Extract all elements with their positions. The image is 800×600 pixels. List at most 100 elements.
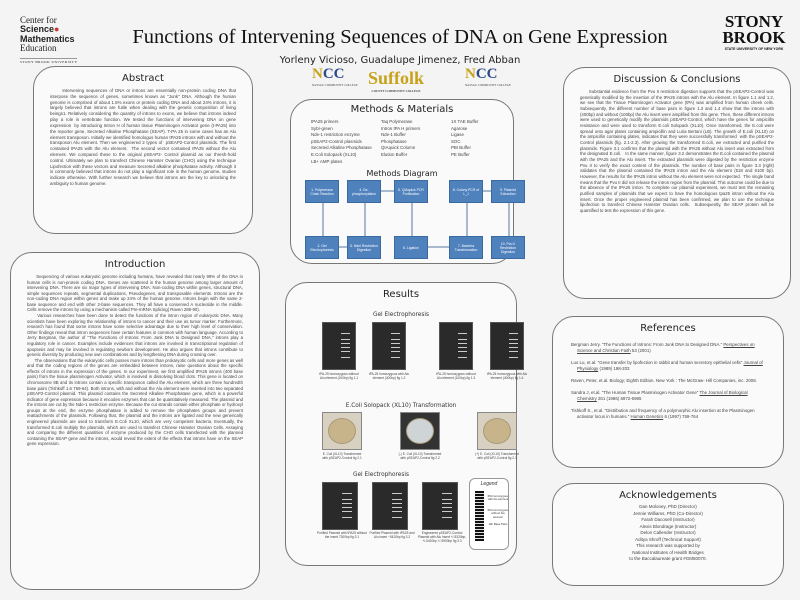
references-heading: References — [640, 323, 696, 334]
gel-band — [340, 333, 351, 334]
reference-journal: Perspectives on Science and Christian Fa… — [577, 342, 755, 353]
gel-band — [391, 517, 402, 518]
petri-plate-image — [400, 412, 440, 450]
gel-band — [391, 507, 402, 508]
gel-band — [340, 339, 351, 340]
material-item: Ligase — [451, 132, 464, 138]
gel-band — [457, 333, 468, 334]
connector-line — [428, 246, 449, 249]
gel-band — [441, 507, 452, 508]
methods-heading: Methods & Materials — [350, 104, 454, 115]
logo-line: Education — [20, 43, 57, 54]
gel-band — [508, 351, 519, 352]
gel-band — [391, 493, 402, 494]
gel-band — [441, 499, 452, 500]
petri-dish — [328, 418, 356, 444]
acknowledgement-line: This research was supported by — [636, 543, 700, 549]
abstract-text: Intervening sequences of DNA or introns … — [50, 88, 238, 186]
results-heading: Results — [382, 289, 420, 300]
reference-item: Sandra J, et.al. "The Human Tissue Plasm… — [553, 390, 783, 402]
poster-title: Functions of Intervening Sequences of DN… — [132, 26, 668, 48]
gel-band — [341, 499, 352, 500]
acknowledgement-line: Farah Dacosell (Instructor) — [641, 517, 695, 523]
material-item: Nde-1 restriction enzyme — [311, 132, 360, 138]
method-step: 1. Polymerase Chain Reaction — [305, 180, 339, 204]
acknowledgements-section: Acknowledgements Dan Moloney, PhD (Direc… — [552, 483, 784, 586]
gel-image — [439, 322, 473, 370]
connector-line — [411, 203, 413, 237]
gel-band — [341, 503, 352, 504]
material-item: Elution Buffer — [381, 152, 408, 158]
material-item: tPA25 primers — [311, 119, 339, 124]
connector-line — [483, 190, 491, 193]
gel-band — [391, 511, 402, 512]
gel-image — [372, 322, 406, 370]
discussion-text: Substantial evidence from the Pvu II res… — [580, 89, 776, 214]
legend-item: 1kb Base Pairs — [488, 522, 508, 526]
gel-band — [391, 499, 402, 500]
gel-band — [341, 507, 352, 508]
reference-tail: (1989) 198-203 — [598, 365, 630, 371]
figure-caption: Engineered pSEAP2-Control Plasmid with A… — [417, 531, 467, 543]
material-item: Phosphatase — [381, 138, 407, 144]
methods-diagram-heading: Methods Diagram — [366, 169, 438, 179]
petri-plate-image — [322, 412, 362, 450]
gel-band — [508, 343, 519, 344]
gel-band — [340, 357, 351, 358]
gel-band — [341, 517, 352, 518]
material-item: LB+ AMP plates — [311, 158, 343, 164]
method-step: 10. Pvu II Restriction Digestion — [491, 236, 525, 260]
ladder-image — [475, 491, 484, 541]
connector-line — [508, 203, 510, 237]
acknowledgement-line: Jennie Williams, PhD (Co-Director) — [633, 510, 703, 516]
gel-electrophoresis-heading: Gel Electrophoresis — [373, 312, 429, 318]
gel-band — [441, 493, 452, 494]
gel-band — [340, 343, 351, 344]
material-item: Intron tPA H primers — [381, 125, 421, 131]
reference-tail: 6 (1997) 759-764 — [663, 413, 699, 419]
reference-item: Luo Lu, et.al. "Gene transfer by lipofec… — [553, 360, 783, 372]
material-item: SOC — [451, 138, 461, 144]
petri-dish — [483, 418, 511, 444]
gel-image — [490, 322, 524, 370]
reference-item: Tishkoff S., et.al. "Distribution and fr… — [553, 408, 783, 420]
figure-caption: E. Coli (XL10) Transformed with pSEAP2-C… — [322, 452, 362, 460]
gel-band — [441, 503, 452, 504]
figure-caption: tPA-25 homozygous without Alu element (1… — [319, 372, 359, 380]
connector-line — [381, 190, 394, 193]
connector-line — [364, 203, 366, 237]
csme-logo: Center for Science● Mathematics Educatio… — [20, 15, 78, 64]
material-item: pSEAP2-Control plasmids — [311, 138, 362, 144]
gel-band — [390, 339, 401, 340]
method-step: 8. Colony PCR of L_J — [449, 180, 483, 204]
figure-caption: (+) E. Coli (XL10) Transformed with pSEA… — [475, 452, 519, 460]
material-item: Sybr-green — [311, 125, 333, 131]
gel-band — [508, 357, 519, 358]
material-item: Secreted Alkaline Phosphatase — [311, 145, 372, 151]
abstract-section: Abstract Intervening sequences of DNA or… — [33, 66, 253, 234]
method-step: 4. De-phosphorylation — [347, 180, 381, 204]
gel-band — [390, 357, 401, 358]
petri-plate-image — [477, 412, 517, 450]
acknowledgement-line: to the Baccalaureate grant #GM50070. — [629, 556, 707, 562]
gel-electrophoresis-heading-2: Gel Electrophoresis — [353, 472, 409, 478]
reference-journal: Journal of Physiology — [577, 359, 763, 371]
gel-band — [341, 511, 352, 512]
gel-band — [340, 347, 351, 348]
reference-journal: The Journal of Biological Chemistry — [577, 389, 748, 401]
gel-band — [390, 343, 401, 344]
references-section: References Bergman Jerry. "The Functions… — [552, 316, 784, 468]
gel-band — [390, 333, 401, 334]
method-step: 6. Ligation — [394, 236, 428, 260]
gel-band — [508, 339, 519, 340]
acknowledgement-line: Aditya Shroff (Technical Support) — [635, 536, 701, 542]
figure-caption: Purified Plasmid with tPA25 and Alu inse… — [369, 531, 415, 539]
reference-journal: Human Genetics — [630, 413, 664, 419]
acknowledgement-line: Alexis Blondrage (Instructor) — [639, 523, 697, 529]
reference-text: Tishkoff S., et.al. "Distribution and fr… — [571, 407, 755, 419]
